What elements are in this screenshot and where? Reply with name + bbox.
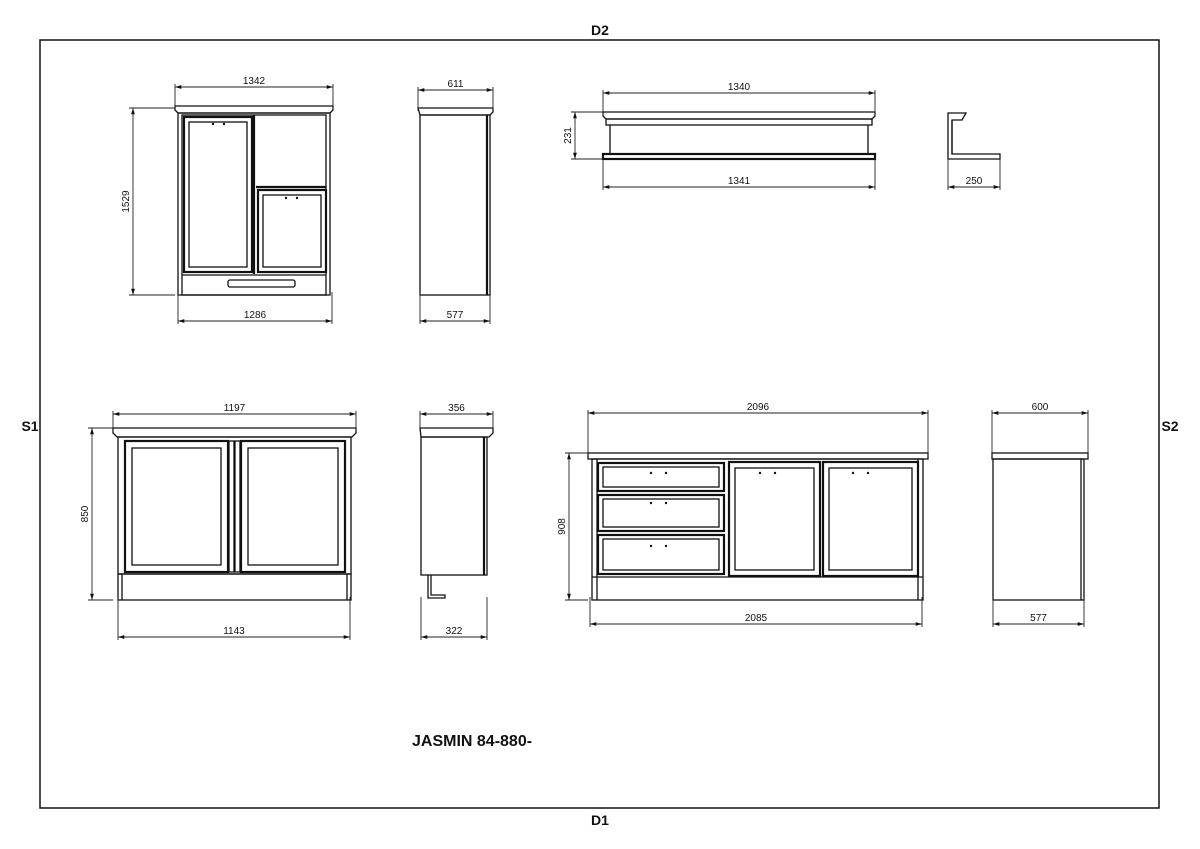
label-s2: S2 <box>1161 418 1178 434</box>
dimension-value: 356 <box>448 403 465 414</box>
dimension-sideboard-side-bottom-depth: 577 <box>992 597 1085 627</box>
dimension-value: 1341 <box>728 176 751 187</box>
dimension-value: 231 <box>563 127 574 144</box>
sideboard-side-view <box>991 452 1089 601</box>
dimension-tall-cabinet-front-top-width: 1342 <box>174 76 334 109</box>
dimension-wall-shelf-front-top-width: 1340 <box>602 82 876 115</box>
drawing-title: JASMIN 84-880- <box>412 733 532 750</box>
dimension-sideboard-front-height: 908 <box>557 452 588 601</box>
dimension-value: 908 <box>557 518 568 535</box>
dimension-tall-cabinet-side-top-depth: 611 <box>417 79 494 111</box>
dimension-value: 2096 <box>747 402 770 413</box>
tall-cabinet-side-view <box>417 107 494 296</box>
dimension-lines: 1342 1286 1529 611 577 1340 1341 231 250 1197 1143… <box>80 76 1089 640</box>
dimension-sideboard-side-top-depth: 600 <box>991 402 1089 456</box>
sheet-frame <box>39 39 1160 809</box>
dimension-value: 2085 <box>745 613 768 624</box>
dimension-value: 850 <box>80 505 91 522</box>
dimension-low-cabinet-side-top-depth: 356 <box>419 403 494 431</box>
wall-shelf-front-view <box>601 111 877 161</box>
label-d1: D1 <box>591 812 609 828</box>
dimension-low-cabinet-front-bottom-width: 1143 <box>117 597 351 640</box>
dimension-low-cabinet-front-height: 850 <box>80 427 113 601</box>
dimension-wall-shelf-front-height: 231 <box>563 111 603 160</box>
dimension-value: 1340 <box>728 82 751 93</box>
dimension-sideboard-front-bottom-width: 2085 <box>589 597 923 627</box>
dimension-tall-cabinet-front-bottom-width: 1286 <box>177 292 333 324</box>
dimension-value: 322 <box>446 626 463 637</box>
dimension-value: 1342 <box>243 76 266 87</box>
dimension-wall-shelf-front-bottom-width: 1341 <box>602 156 876 190</box>
dimension-sideboard-front-top-width: 2096 <box>587 402 929 456</box>
dimension-value: 1143 <box>223 626 245 637</box>
dimension-low-cabinet-front-top-width: 1197 <box>112 403 357 431</box>
dimension-value: 1197 <box>224 403 246 414</box>
dimension-tall-cabinet-front-height: 1529 <box>121 107 175 296</box>
label-d2: D2 <box>591 22 609 38</box>
dimension-value: 1286 <box>244 310 267 321</box>
dimension-tall-cabinet-side-bottom-depth: 577 <box>419 292 491 324</box>
low-cabinet-side-view <box>419 427 494 599</box>
sideboard-front-view <box>587 452 929 601</box>
dimension-value: 611 <box>448 79 464 90</box>
low-cabinet-front-view <box>112 427 357 601</box>
dimension-value: 250 <box>966 176 983 187</box>
tall-cabinet-front-view <box>174 105 334 296</box>
label-s1: S1 <box>21 418 38 434</box>
dimension-low-cabinet-side-bottom-depth: 322 <box>420 597 488 640</box>
wall-shelf-side-view <box>947 112 1001 160</box>
dimension-value: 577 <box>447 310 464 321</box>
dimension-wall-shelf-side-depth: 250 <box>947 156 1001 190</box>
dimension-value: 1529 <box>121 190 132 213</box>
dimension-value: 600 <box>1032 402 1049 413</box>
dimension-value: 577 <box>1030 613 1047 624</box>
